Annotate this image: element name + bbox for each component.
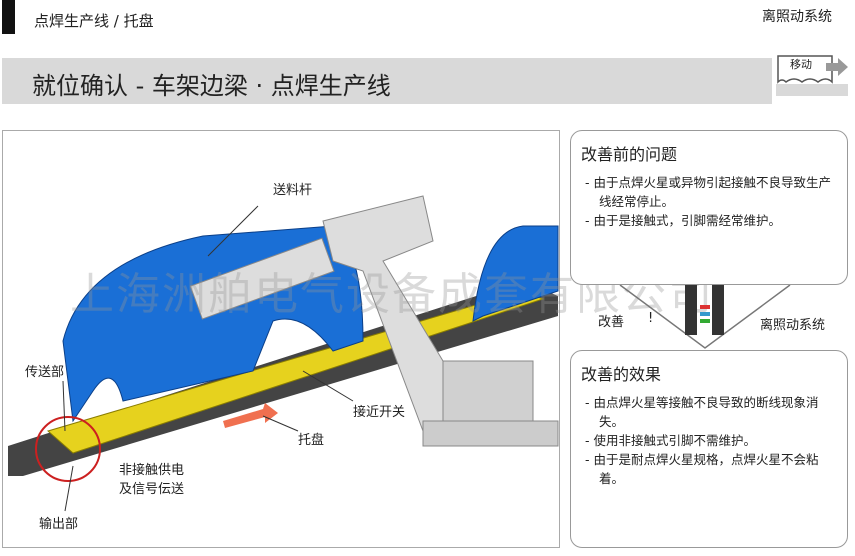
before-item: - 由于是接触式，引脚需经常维护。 [585,213,781,228]
label-noncontact-line1: 非接触供电 [119,463,185,478]
after-item: - 使用非接触式引脚不需维护。 [585,433,756,448]
move-button[interactable] [776,54,848,96]
after-heading: 改善的效果 [581,365,662,384]
after-item-text: 使用非接触式引脚不需维护。 [593,433,756,448]
improve-system-label: 离照动系统 [760,318,826,333]
label-transfer: 传送部 [25,365,65,380]
before-item-text: 由于是接触式，引脚需经常维护。 [593,213,781,228]
page-title: 就位确认 - 车架边梁 · 点焊生产线 [32,72,391,100]
label-noncontact-line2: 及信号伝送 [119,482,185,497]
label-noncontact: 非接触供电及信号伝送 [115,457,189,499]
improve-label: 改善 [598,315,625,330]
before-item-text: 由于点焊火星或异物引起接触不良导致生产线经常停止。 [593,175,831,209]
label-output: 输出部 [39,517,79,532]
label-proximity-switch: 接近开关 [353,405,406,420]
improve-excl: ! [648,311,654,326]
system-name: 离照动系统 [762,9,832,25]
label-pallet: 托盘 [298,433,325,448]
production-line-illustration: 送料杆 传送部 接近开关 托盘 非接触供电及信号伝送 输出部 [2,130,560,548]
before-heading: 改善前的问题 [581,145,678,164]
before-problems-box: 改善前的问题 - 由于点焊火星或异物引起接触不良导致生产线经常停止。 - 由于是… [570,130,848,285]
move-button-label: 移动 [790,58,812,71]
after-item: - 由于是耐点焊火星规格，点焊火星不会粘着。 [585,452,819,486]
after-item-text: 由点焊火星等接触不良导致的断线现象消失。 [593,395,819,429]
after-effects-box: 改善的效果 - 由点焊火星等接触不良导致的断线现象消失。 - 使用非接触式引脚不… [570,350,848,548]
before-item: - 由于点焊火星或异物引起接触不良导致生产线经常停止。 [585,175,831,209]
header-marker [2,0,15,34]
improvement-arrow [619,284,791,349]
after-item: - 由点焊火星等接触不良导致的断线现象消失。 [585,395,819,429]
after-item-text: 由于是耐点焊火星规格，点焊火星不会粘着。 [593,452,819,486]
arrow-right-icon [826,58,848,76]
breadcrumb: 点焊生产线 / 托盘 [34,12,154,30]
label-feed-bar: 送料杆 [273,183,313,198]
title-band [2,58,772,104]
